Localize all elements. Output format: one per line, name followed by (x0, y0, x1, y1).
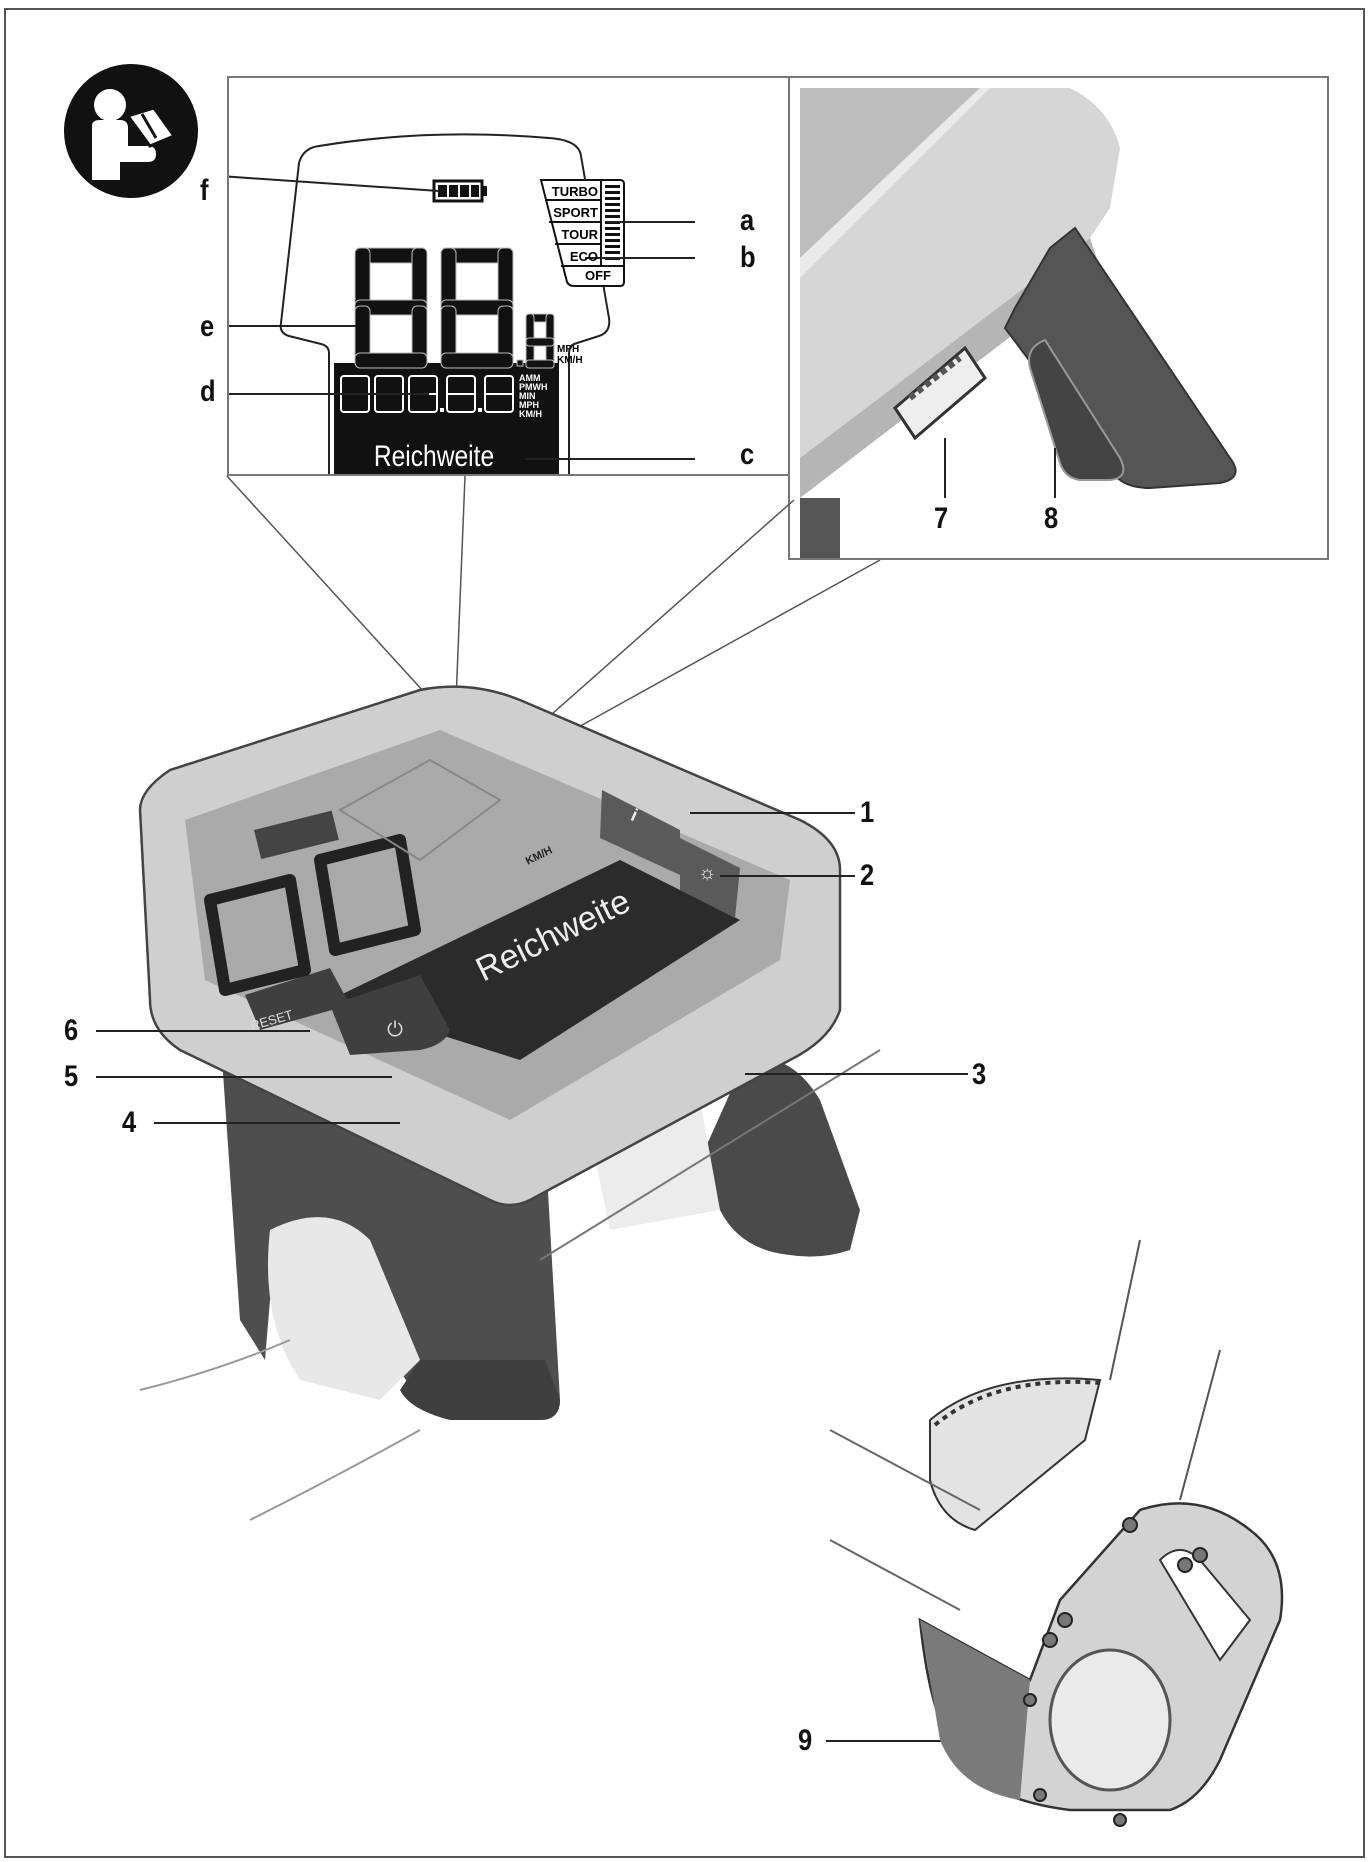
light-sun-icon: ☼ (698, 862, 717, 884)
device-light-button[interactable]: ☼ (698, 862, 728, 888)
power-icon: ⏻ (387, 1019, 403, 1041)
speed-units: MPH KM/H (557, 344, 583, 366)
read-manual-icon (62, 62, 200, 200)
unit-kmh: KM/H (557, 355, 583, 366)
callout-usb-port: 7 (934, 502, 949, 535)
unit-mph: MPH (519, 400, 539, 410)
callout-reset-button: 6 (64, 1014, 79, 1047)
assist-level-eco: ECO (569, 249, 598, 264)
callout-usb-cover: 8 (1044, 502, 1059, 535)
display-detail-inset: TURBO SPORT TOUR ECO OFF MPH KM/H AMM PM… (227, 76, 793, 476)
callout-c: c (740, 438, 755, 471)
assist-level-off: OFF (585, 268, 611, 283)
assist-level-tour: TOUR (561, 227, 598, 242)
assist-level-sport: SPORT (553, 205, 598, 220)
callout-info-button: 1 (860, 796, 875, 829)
callout-f: f (200, 174, 209, 207)
callout-e: e (200, 310, 215, 343)
unit-pmwh: PMWH (519, 382, 548, 392)
port-detail-inset: 7 8 (788, 76, 1329, 560)
callout-drive-unit: 9 (798, 1724, 813, 1757)
assist-level-list: TURBO SPORT TOUR ECO (547, 181, 601, 268)
callout-light-button: 2 (860, 859, 875, 892)
unit-min: MIN (519, 391, 536, 401)
unit-amm: AMM (519, 373, 541, 383)
callout-power-button: 5 (64, 1060, 79, 1093)
callout-a: a (740, 204, 755, 237)
unit-kmh: KM/H (519, 409, 542, 419)
callout-b: b (740, 241, 756, 274)
display-text-line: Reichweite (373, 440, 495, 473)
unit-mph: MPH (557, 344, 580, 355)
callout-d: d (200, 375, 216, 408)
callout-holder: 4 (122, 1106, 137, 1139)
callout-housing: 3 (972, 1058, 987, 1091)
trip-units: AMM PMWH MIN MPH KM/H (519, 374, 548, 419)
device-power-button[interactable]: ⏻ (380, 1015, 410, 1045)
assist-level-turbo: TURBO (551, 184, 598, 199)
